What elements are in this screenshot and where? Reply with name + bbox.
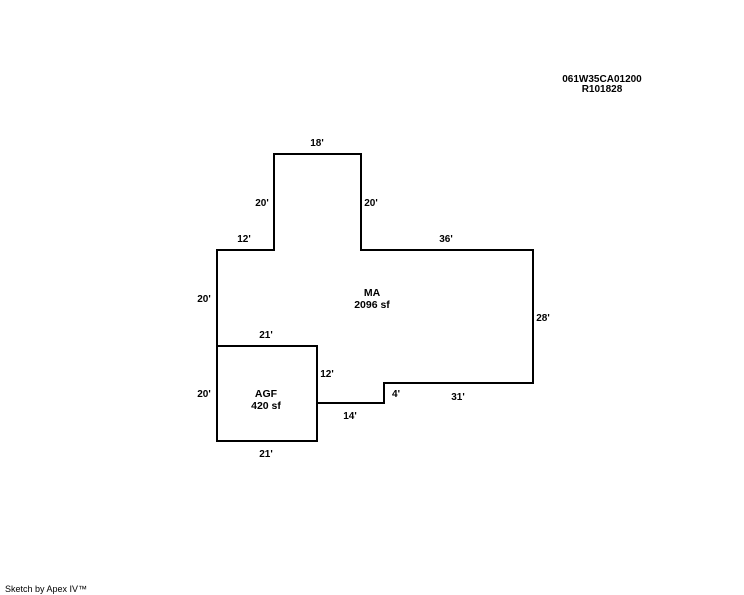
dimension-right-top: 36' bbox=[439, 234, 453, 245]
main-area-size: 2096 sf bbox=[354, 299, 390, 311]
parcel-id: 061W35CA01200 bbox=[562, 74, 642, 85]
dimension-garage-bottom: 21' bbox=[259, 449, 273, 460]
garage-area-size: 420 sf bbox=[251, 400, 281, 412]
dimension-notch-bottom: 14' bbox=[343, 411, 357, 422]
dimension-garage-top: 21' bbox=[259, 330, 273, 341]
dimension-upper-right: 20' bbox=[364, 198, 378, 209]
software-credit: Sketch by Apex IV™ bbox=[5, 584, 87, 594]
dimension-left-step: 12' bbox=[237, 234, 251, 245]
dimension-notch-top: 4' bbox=[392, 389, 400, 400]
garage-outline bbox=[216, 345, 318, 442]
dimension-garage-right: 12' bbox=[320, 369, 334, 380]
dimension-top: 18' bbox=[310, 138, 324, 149]
account-id: R101828 bbox=[582, 84, 623, 95]
dimension-garage-left: 20' bbox=[197, 389, 211, 400]
garage-area-code: AGF bbox=[255, 388, 278, 400]
dimension-upper-left: 20' bbox=[255, 198, 269, 209]
dimension-bottom-right: 31' bbox=[451, 392, 465, 403]
main-area-code: MA bbox=[364, 287, 381, 299]
main-area-outline bbox=[216, 153, 534, 404]
dimension-left-mid: 20' bbox=[197, 294, 211, 305]
dimension-right-side: 28' bbox=[536, 313, 550, 324]
